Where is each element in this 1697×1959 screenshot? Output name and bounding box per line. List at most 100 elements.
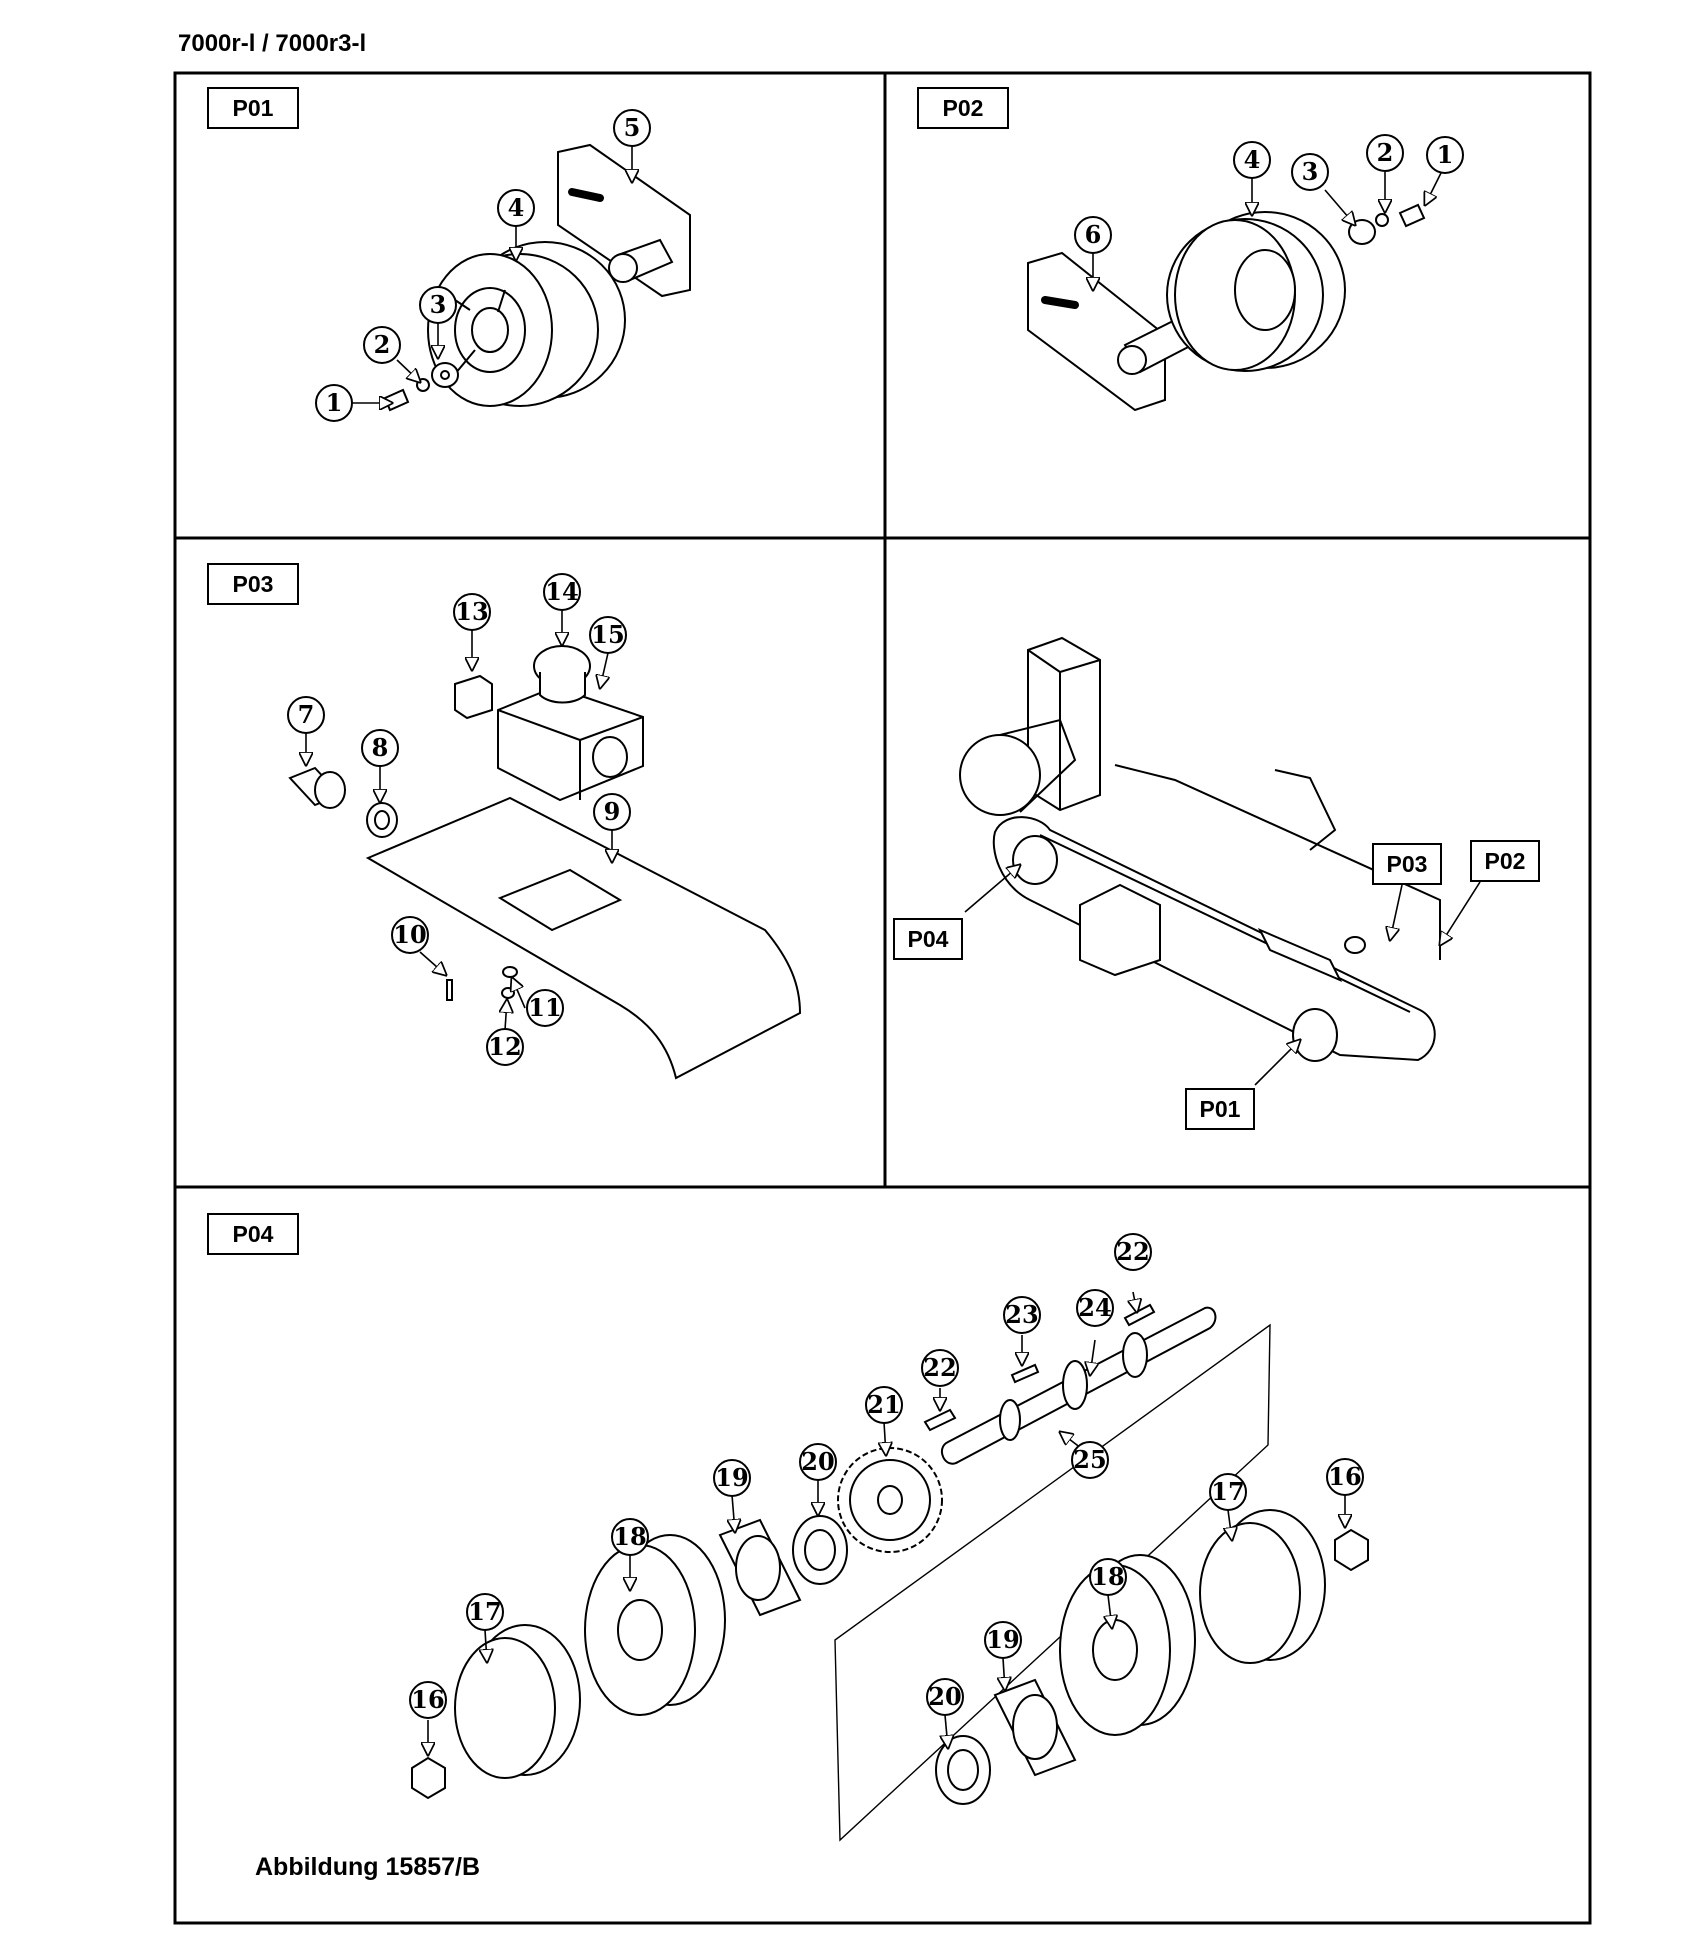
part-number-label: 4 [1244,145,1261,174]
part-number-bubble: 21 [865,1386,903,1424]
overview-conveyor-drawing [959,636,1441,1062]
part-number-label: 12 [488,1032,521,1061]
key [1010,1363,1040,1384]
key [1123,1303,1156,1327]
part-number-label: 20 [928,1682,961,1711]
part-number-label: 8 [372,733,389,762]
part-number-label: 14 [545,577,578,606]
part-number-label: 1 [326,388,343,417]
part-number-label: 1 [1437,140,1454,169]
part-number-bubble: 15 [589,616,627,654]
part-number-bubble: 22 [1114,1233,1152,1271]
part-number-bubble: 3 [1291,153,1329,191]
part-number-bubble: 18 [611,1518,649,1556]
part-number-bubble: 20 [799,1443,837,1481]
motor [959,734,1041,816]
part-number-bubble: 4 [497,189,535,227]
part-number-bubble: 24 [1076,1289,1114,1327]
part-number-bubble: 5 [613,109,651,147]
overview-callout-p01: P01 [1185,1088,1255,1130]
part-number-label: 18 [613,1522,646,1551]
panel-tag-p04: P04 [207,1213,299,1255]
part-number-bubble: 6 [1074,216,1112,254]
bracket-plate [1027,251,1166,412]
part-number-bubble: 16 [409,1681,447,1719]
part-number-label: 22 [1116,1237,1149,1266]
part-number-bubble: 3 [419,286,457,324]
part-number-bubble: 19 [984,1621,1022,1659]
part-number-bubble: 10 [391,916,429,954]
part-number-bubble: 1 [1426,136,1464,174]
part-number-label: 11 [528,993,561,1022]
part-number-label: 17 [1211,1477,1244,1506]
part-number-bubble: 2 [1366,134,1404,172]
part-number-label: 5 [624,113,641,142]
part-number-bubble: 17 [1209,1473,1247,1511]
part-number-label: 2 [374,330,391,359]
panel-tag-p01: P01 [207,87,299,129]
part-number-bubble: 4 [1233,141,1271,179]
p03-drawing [288,645,802,1080]
contact-block [454,674,493,720]
p01-drawing [383,143,691,412]
part-number-bubble: 16 [1326,1458,1364,1496]
overview-callout-p03: P03 [1372,843,1442,885]
panel-tag-p03: P03 [207,563,299,605]
panel-grid [173,71,1592,1925]
part-number-bubble: 22 [921,1349,959,1387]
p02-drawing [1027,203,1426,412]
part-number-bubble: 20 [926,1678,964,1716]
lock-washer [1375,213,1389,227]
part-number-bubble: 17 [466,1593,504,1631]
part-number-label: 17 [468,1597,501,1626]
document-title: 7000r-l / 7000r3-l [178,30,367,57]
part-number-label: 16 [1328,1462,1361,1491]
part-number-bubble: 11 [526,989,564,1027]
screw [383,388,410,412]
part-number-bubble: 14 [543,573,581,611]
part-number-label: 19 [715,1463,748,1492]
part-number-bubble: 9 [593,793,631,831]
part-number-label: 3 [1302,157,1319,186]
part-number-label: 22 [923,1353,956,1382]
p04-drawing [411,1303,1369,1842]
part-number-label: 10 [393,920,426,949]
panel-tag-p02: P02 [917,87,1009,129]
part-number-label: 7 [298,700,315,729]
conveyor-frame [992,816,1436,1062]
cover-plate [365,796,802,1080]
part-number-label: 18 [1091,1562,1124,1591]
part-number-label: 25 [1073,1445,1106,1474]
part-number-bubble: 19 [713,1459,751,1497]
part-number-bubble: 1 [315,384,353,422]
part-number-label: 15 [591,620,624,649]
part-number-label: 6 [1085,220,1102,249]
part-number-label: 2 [1377,138,1394,167]
part-number-label: 9 [604,797,621,826]
part-number-bubble: 12 [486,1028,524,1066]
part-number-bubble: 18 [1089,1558,1127,1596]
screw [1398,203,1426,228]
part-number-bubble: 23 [1003,1296,1041,1334]
hex-nut [411,1756,446,1800]
part-number-label: 23 [1005,1300,1038,1329]
part-number-label: 13 [455,597,488,626]
part-number-label: 16 [411,1685,444,1714]
part-number-label: 4 [508,193,525,222]
part-number-bubble: 25 [1071,1441,1109,1479]
hex-nut [1334,1528,1369,1572]
part-number-label: 3 [430,290,447,319]
overview-callout-p02: P02 [1470,840,1540,882]
inset-frame [834,1323,1271,1842]
key [923,1408,957,1432]
part-number-bubble: 7 [287,696,325,734]
part-number-bubble: 8 [361,729,399,767]
overview-callout-p04: P04 [893,918,963,960]
part-number-bubble: 2 [363,326,401,364]
screw [446,979,453,1001]
part-number-label: 19 [986,1625,1019,1654]
part-number-label: 21 [867,1390,900,1419]
figure-caption: Abbildung 15857/B [255,1853,481,1881]
part-number-label: 24 [1078,1293,1111,1322]
